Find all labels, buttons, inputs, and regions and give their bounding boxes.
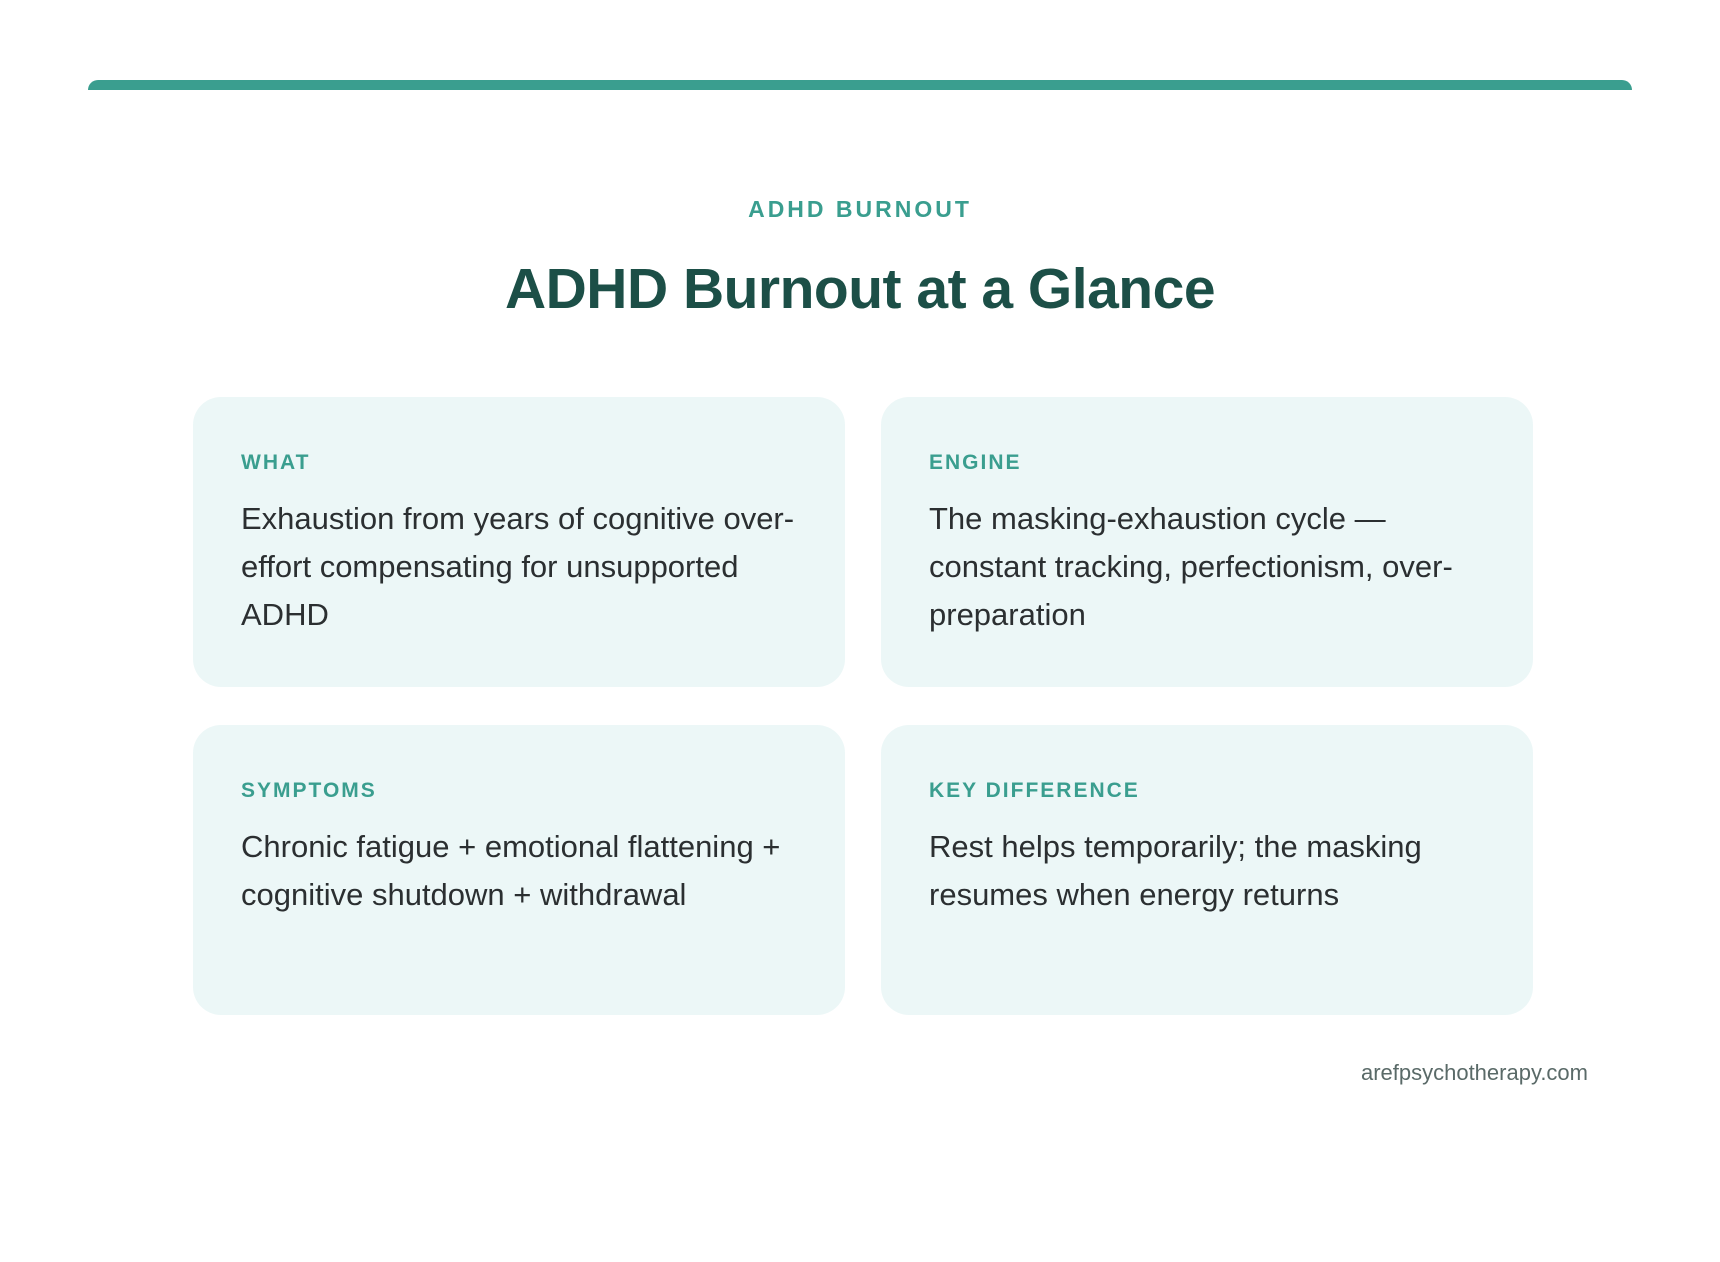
card-label: KEY DIFFERENCE [929,779,1140,802]
page-title: ADHD Burnout at a Glance [504,257,1216,321]
card-text: The masking-exhaustion cycle — constant … [929,501,1453,632]
card-symptoms: SYMPTOMS Chronic fatigue + emotional fla… [193,725,845,1015]
card-text: Chronic fatigue + emotional flattening +… [241,829,781,912]
card-text: Rest helps temporarily; the masking resu… [929,829,1422,912]
card-label: SYMPTOMS [241,779,377,802]
card-what: WHAT Exhaustion from years of cognitive … [193,397,845,687]
card-label: ENGINE [929,451,1022,474]
card-text: Exhaustion from years of cognitive over-… [241,501,795,632]
card-grid: WHAT Exhaustion from years of cognitive … [193,397,1533,1015]
card-label: WHAT [241,451,311,474]
card-key-difference: KEY DIFFERENCE Rest helps temporarily; t… [881,725,1533,1015]
card-engine: ENGINE The masking-exhaustion cycle — co… [881,397,1533,687]
footer-website: arefpsychotherapy.com [1360,1060,1588,1085]
top-accent-bar [88,80,1632,90]
eyebrow-label: ADHD BURNOUT [748,196,972,222]
